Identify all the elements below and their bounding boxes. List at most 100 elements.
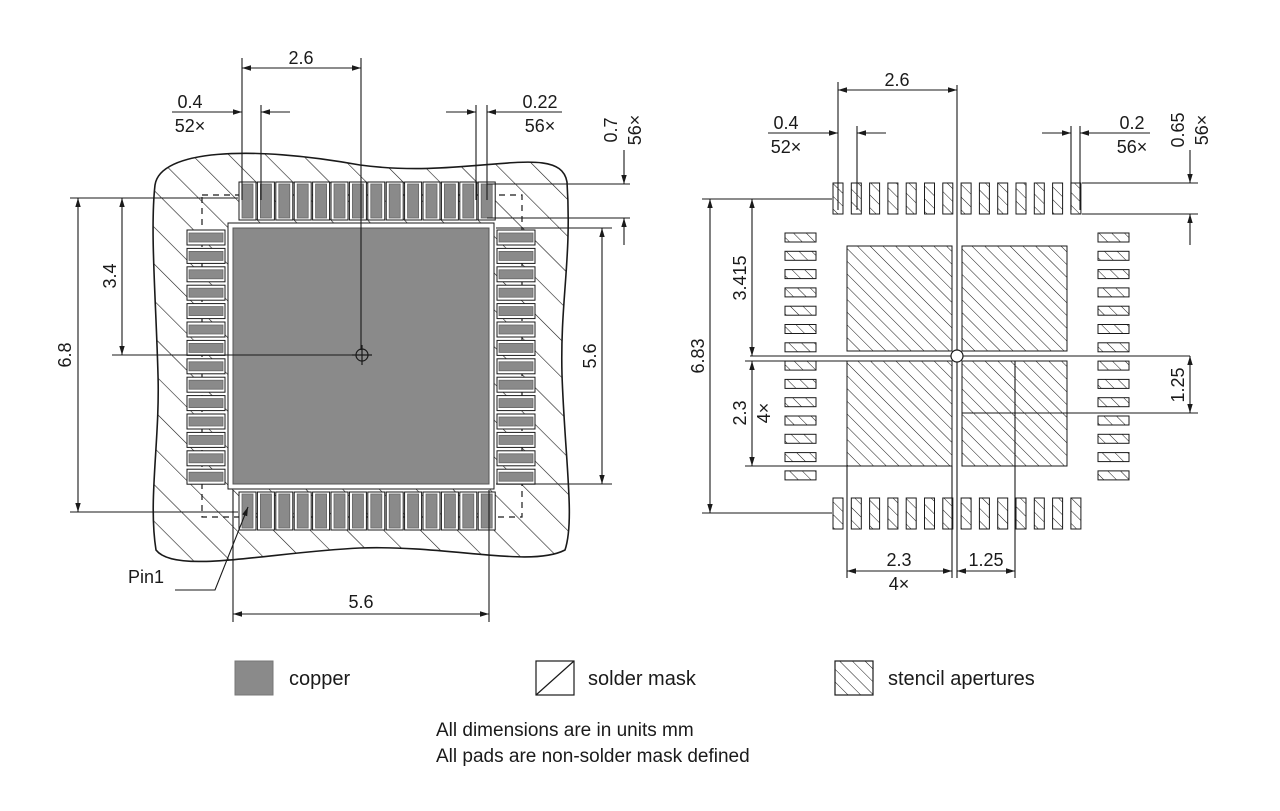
stencil-aperture-right [1097, 360, 1130, 371]
dim-left-overall-height: 6.8 [55, 342, 75, 367]
pad-top [259, 183, 272, 219]
right-center-mark [950, 349, 964, 363]
stencil-aperture-top [924, 182, 935, 215]
dim-right-window-height-count: 4× [754, 403, 774, 424]
pad-top [388, 183, 401, 219]
pad-left [188, 287, 224, 298]
stencil-aperture-bottom [924, 497, 935, 530]
pad-top [351, 183, 364, 219]
stencil-aperture-bottom [960, 497, 972, 530]
dim-right-aperture-width-count: 52× [771, 137, 802, 157]
legend-stencil-label: stencil apertures [888, 668, 1035, 690]
dim-left-mask-length: 0.7 [601, 117, 621, 142]
pad-top [315, 183, 328, 219]
stencil-aperture-left [784, 397, 817, 408]
dim-right-aperture-small-width: 0.2 [1119, 113, 1144, 133]
stencil-aperture-right [1097, 324, 1130, 334]
stencil-aperture-bottom [997, 497, 1009, 530]
pad-top [333, 183, 346, 219]
stencil-aperture-top [905, 182, 917, 215]
pad-right [498, 361, 534, 372]
stencil-aperture-left [784, 269, 817, 280]
stencil-aperture-bottom [887, 497, 899, 530]
dim-right-window-height: 2.3 [730, 400, 750, 425]
stencil-aperture-top [942, 182, 954, 215]
pad-bottom [259, 493, 272, 529]
pad-right [498, 342, 534, 353]
pad-top [370, 183, 383, 219]
stencil-aperture-right [1097, 470, 1130, 481]
pad-bottom [351, 493, 364, 529]
stencil-aperture-left [784, 360, 817, 371]
pad-left [188, 379, 224, 390]
stencil-aperture-right [1097, 433, 1130, 444]
stencil-aperture-bottom [1033, 497, 1045, 530]
dim-left-mask-width: 0.22 [522, 92, 557, 112]
legend: copper solder mask stencil apertures [234, 660, 1035, 696]
dim-left-pitch-span: 2.6 [288, 48, 313, 68]
dim-left-mask-length-count: 56× [625, 115, 645, 146]
right-dimension-lines [702, 82, 1198, 578]
dim-right-window-width-count: 4× [889, 574, 910, 594]
legend-solder-mask-label: solder mask [588, 668, 697, 690]
pad-right [498, 434, 534, 445]
stencil-aperture-left [784, 452, 817, 463]
dim-right-gap-vertical: 1.25 [1168, 367, 1188, 402]
stencil-aperture-right [1097, 305, 1130, 316]
pad-bottom [407, 493, 420, 529]
pad-left [188, 434, 224, 445]
pad-right [498, 306, 534, 317]
stencil-aperture-right [1097, 415, 1130, 426]
pad-top [278, 183, 291, 219]
dim-left-center-v: 3.4 [100, 263, 120, 288]
stencil-aperture-left [784, 250, 817, 261]
dim-right-gap-horizontal: 1.25 [968, 550, 1003, 570]
stencil-aperture-bottom [1052, 497, 1064, 530]
dim-right-aperture-small-count: 56× [1117, 137, 1148, 157]
stencil-aperture-right [1097, 378, 1130, 389]
stencil-aperture-left [784, 324, 817, 334]
legend-stencil-swatch [834, 660, 874, 696]
pad-bottom [370, 493, 383, 529]
stencil-aperture-bottom [905, 497, 917, 530]
stencil-aperture-top [960, 182, 972, 215]
dim-right-pitch-span: 2.6 [884, 70, 909, 90]
dim-left-pad-width-count: 52× [175, 116, 206, 136]
left-dimension-lines [70, 58, 630, 622]
stencil-aperture-bottom [942, 497, 954, 530]
stencil-aperture-bottom [832, 497, 844, 530]
pad-bottom [443, 493, 456, 529]
dim-right-aperture-length-count: 56× [1192, 115, 1212, 146]
pin1-label: Pin1 [128, 567, 164, 587]
pad-bottom [296, 493, 309, 529]
note-pads: All pads are non-solder mask defined [436, 746, 750, 767]
pad-top [296, 183, 309, 219]
stencil-aperture-left [784, 378, 817, 389]
stencil-aperture-right [1097, 342, 1130, 353]
pad-left [188, 361, 224, 372]
dim-right-center-offset: 3.415 [730, 255, 750, 300]
legend-copper-swatch [234, 660, 274, 696]
pad-bottom [480, 493, 493, 529]
pad-left [188, 250, 224, 261]
pad-right [498, 416, 534, 427]
left-center-mark [352, 345, 372, 365]
stencil-aperture-top [997, 182, 1009, 215]
stencil-aperture-left [784, 232, 817, 243]
pad-right [498, 232, 534, 243]
stencil-aperture-top [978, 182, 990, 215]
stencil-aperture-left [784, 433, 817, 444]
pad-left [188, 416, 224, 427]
stencil-aperture-top [850, 182, 862, 215]
pad-left [188, 471, 224, 482]
pad-bottom [278, 493, 291, 529]
stencil-aperture-left [784, 305, 817, 316]
stencil-aperture-right [1097, 232, 1130, 243]
pad-left [188, 398, 224, 409]
stencil-aperture-bottom [978, 497, 990, 530]
stencil-aperture-right [1097, 269, 1130, 280]
pad-left [188, 453, 224, 464]
pad-right [498, 269, 534, 280]
legend-copper-label: copper [289, 668, 350, 690]
